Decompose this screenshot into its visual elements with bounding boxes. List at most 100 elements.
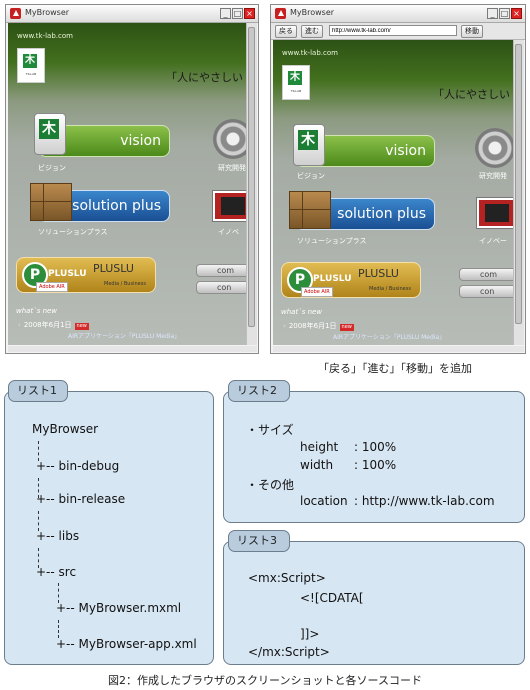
research-caption: 研究開発 — [218, 164, 246, 172]
web-content[interactable]: www.tk-lab.com 木 TK-LAB 「人にやさしい vision 木… — [273, 40, 513, 345]
news-headline[interactable]: AIRアプリケーション「PLUSLU Media」 — [333, 334, 446, 341]
gear-icon[interactable] — [475, 128, 513, 168]
news-date: 2008年6月1日 — [23, 321, 72, 329]
browser-window-left: MyBrowser _ □ × www.tk-lab.com 木 TK-LAB … — [5, 4, 259, 354]
tree-line — [38, 478, 39, 498]
arrow-right-icon: › — [283, 322, 286, 330]
innovation-caption: イノベ — [218, 228, 239, 236]
horizontal-scrollbar[interactable] — [8, 346, 257, 352]
pluslu-logo-icon: P — [22, 262, 48, 288]
list1-tab: リスト1 — [8, 380, 68, 402]
list2-box — [223, 391, 525, 523]
pluslu-label: PLUSLU — [93, 262, 134, 275]
adobe-air-icon — [275, 8, 286, 19]
company-button[interactable]: com — [196, 264, 246, 277]
contact-button[interactable]: con — [196, 281, 246, 294]
pluslu-subtitle: Media / Business — [104, 281, 146, 287]
title-bar[interactable]: MyBrowser _ □ × — [271, 5, 525, 23]
tree-line — [58, 583, 59, 603]
vision-caption: ビジョン — [38, 164, 66, 172]
maximize-button[interactable]: □ — [232, 8, 243, 19]
solution-caption: ソリューションプラス — [297, 237, 367, 245]
cardboard-boxes-icon — [289, 191, 331, 229]
screenshot-caption: 「戻る」「進む」「移動」を追加 — [318, 362, 472, 375]
list3-tab: リスト3 — [228, 530, 290, 552]
gear-icon[interactable] — [213, 119, 246, 159]
news-headline[interactable]: AIRアプリケーション「PLUSLU Media」 — [68, 333, 181, 340]
tree-line — [58, 620, 59, 638]
close-button[interactable]: × — [244, 8, 255, 19]
vision-caption: ビジョン — [297, 172, 325, 180]
tk-lab-mark-icon: 木 — [298, 130, 318, 150]
adobe-air-icon — [10, 8, 21, 19]
vertical-scrollbar[interactable] — [246, 23, 257, 345]
scrollbar-thumb[interactable] — [248, 27, 255, 327]
width-label: width — [300, 458, 334, 472]
close-button[interactable]: × — [511, 8, 522, 19]
site-logo[interactable]: 木 TK-LAB — [282, 65, 310, 100]
pluslu-subtitle: Media / Business — [369, 286, 411, 292]
logo-text: TK-LAB — [290, 89, 302, 93]
forward-button[interactable]: 進む — [301, 25, 323, 38]
url-input[interactable] — [329, 25, 457, 36]
vision-label: vision — [385, 143, 426, 159]
minimize-button[interactable]: _ — [487, 8, 498, 19]
tree-item-libs: +-- libs — [36, 529, 80, 543]
news-date: 2008年6月1日 — [288, 322, 337, 330]
tree-line — [38, 548, 39, 568]
height-value: : 100% — [354, 440, 397, 454]
tk-lab-logo-icon: 木 — [288, 71, 302, 85]
web-content[interactable]: www.tk-lab.com 木 TK-LAB 「人にやさしい vision 木… — [8, 23, 246, 345]
width-value: : 100% — [354, 458, 397, 472]
window-title: MyBrowser — [25, 8, 70, 17]
list2-tab: リスト2 — [228, 380, 290, 402]
location-label: location — [300, 494, 348, 508]
adobe-air-badge: Adobe AIR — [301, 287, 333, 297]
new-badge: new — [74, 323, 89, 330]
go-button[interactable]: 移動 — [461, 25, 483, 38]
list1-box — [4, 391, 214, 665]
size-header: ・サイズ — [246, 423, 294, 437]
script-close-tag: </mx:Script> — [248, 645, 330, 659]
tree-line — [38, 441, 39, 461]
site-url-text: www.tk-lab.com — [17, 32, 73, 40]
close-icon: × — [246, 9, 253, 18]
solution-label: solution plus — [72, 198, 161, 214]
height-label: height — [300, 440, 339, 454]
company-button[interactable]: com — [459, 268, 513, 281]
horizontal-scrollbar[interactable] — [273, 346, 524, 352]
browser-window-right: MyBrowser _ □ × 戻る 進む 移動 www.tk-lab.com … — [270, 4, 526, 354]
cardboard-boxes-icon — [30, 183, 72, 221]
vertical-scrollbar[interactable] — [513, 40, 524, 345]
scrollbar-thumb[interactable] — [515, 44, 522, 324]
script-open-tag: <mx:Script> — [248, 571, 326, 585]
tree-item-bin-release: +-- bin-release — [36, 492, 126, 506]
vision-label: vision — [120, 133, 161, 149]
research-caption: 研究開発 — [479, 172, 507, 180]
cdata-open: <![CDATA[ — [300, 591, 364, 605]
contact-button[interactable]: con — [459, 285, 513, 298]
minimize-button[interactable]: _ — [220, 8, 231, 19]
tv-icon[interactable] — [213, 191, 246, 221]
maximize-button[interactable]: □ — [499, 8, 510, 19]
minimize-icon: _ — [490, 9, 495, 18]
whats-new-heading: what`s new — [281, 308, 323, 316]
location-value: : http://www.tk-lab.com — [354, 494, 495, 508]
tv-icon[interactable] — [477, 198, 513, 228]
maximize-icon: □ — [500, 9, 509, 18]
back-button[interactable]: 戻る — [275, 25, 297, 38]
tree-item-src: +-- src — [36, 565, 77, 579]
pluslu-logo-text: PLUSLU — [313, 274, 352, 284]
solution-label: solution plus — [337, 206, 426, 222]
arrow-right-icon: › — [18, 321, 21, 329]
pluslu-label: PLUSLU — [358, 267, 399, 280]
other-header: ・その他 — [246, 478, 295, 492]
title-bar[interactable]: MyBrowser _ □ × — [6, 5, 258, 23]
tree-root: MyBrowser — [32, 422, 99, 436]
site-logo[interactable]: 木 TK-LAB — [17, 48, 45, 83]
tk-lab-mark-icon: 木 — [39, 119, 59, 139]
adobe-air-badge: Adobe AIR — [36, 282, 68, 292]
tree-item-bin-debug: +-- bin-debug — [36, 459, 120, 473]
